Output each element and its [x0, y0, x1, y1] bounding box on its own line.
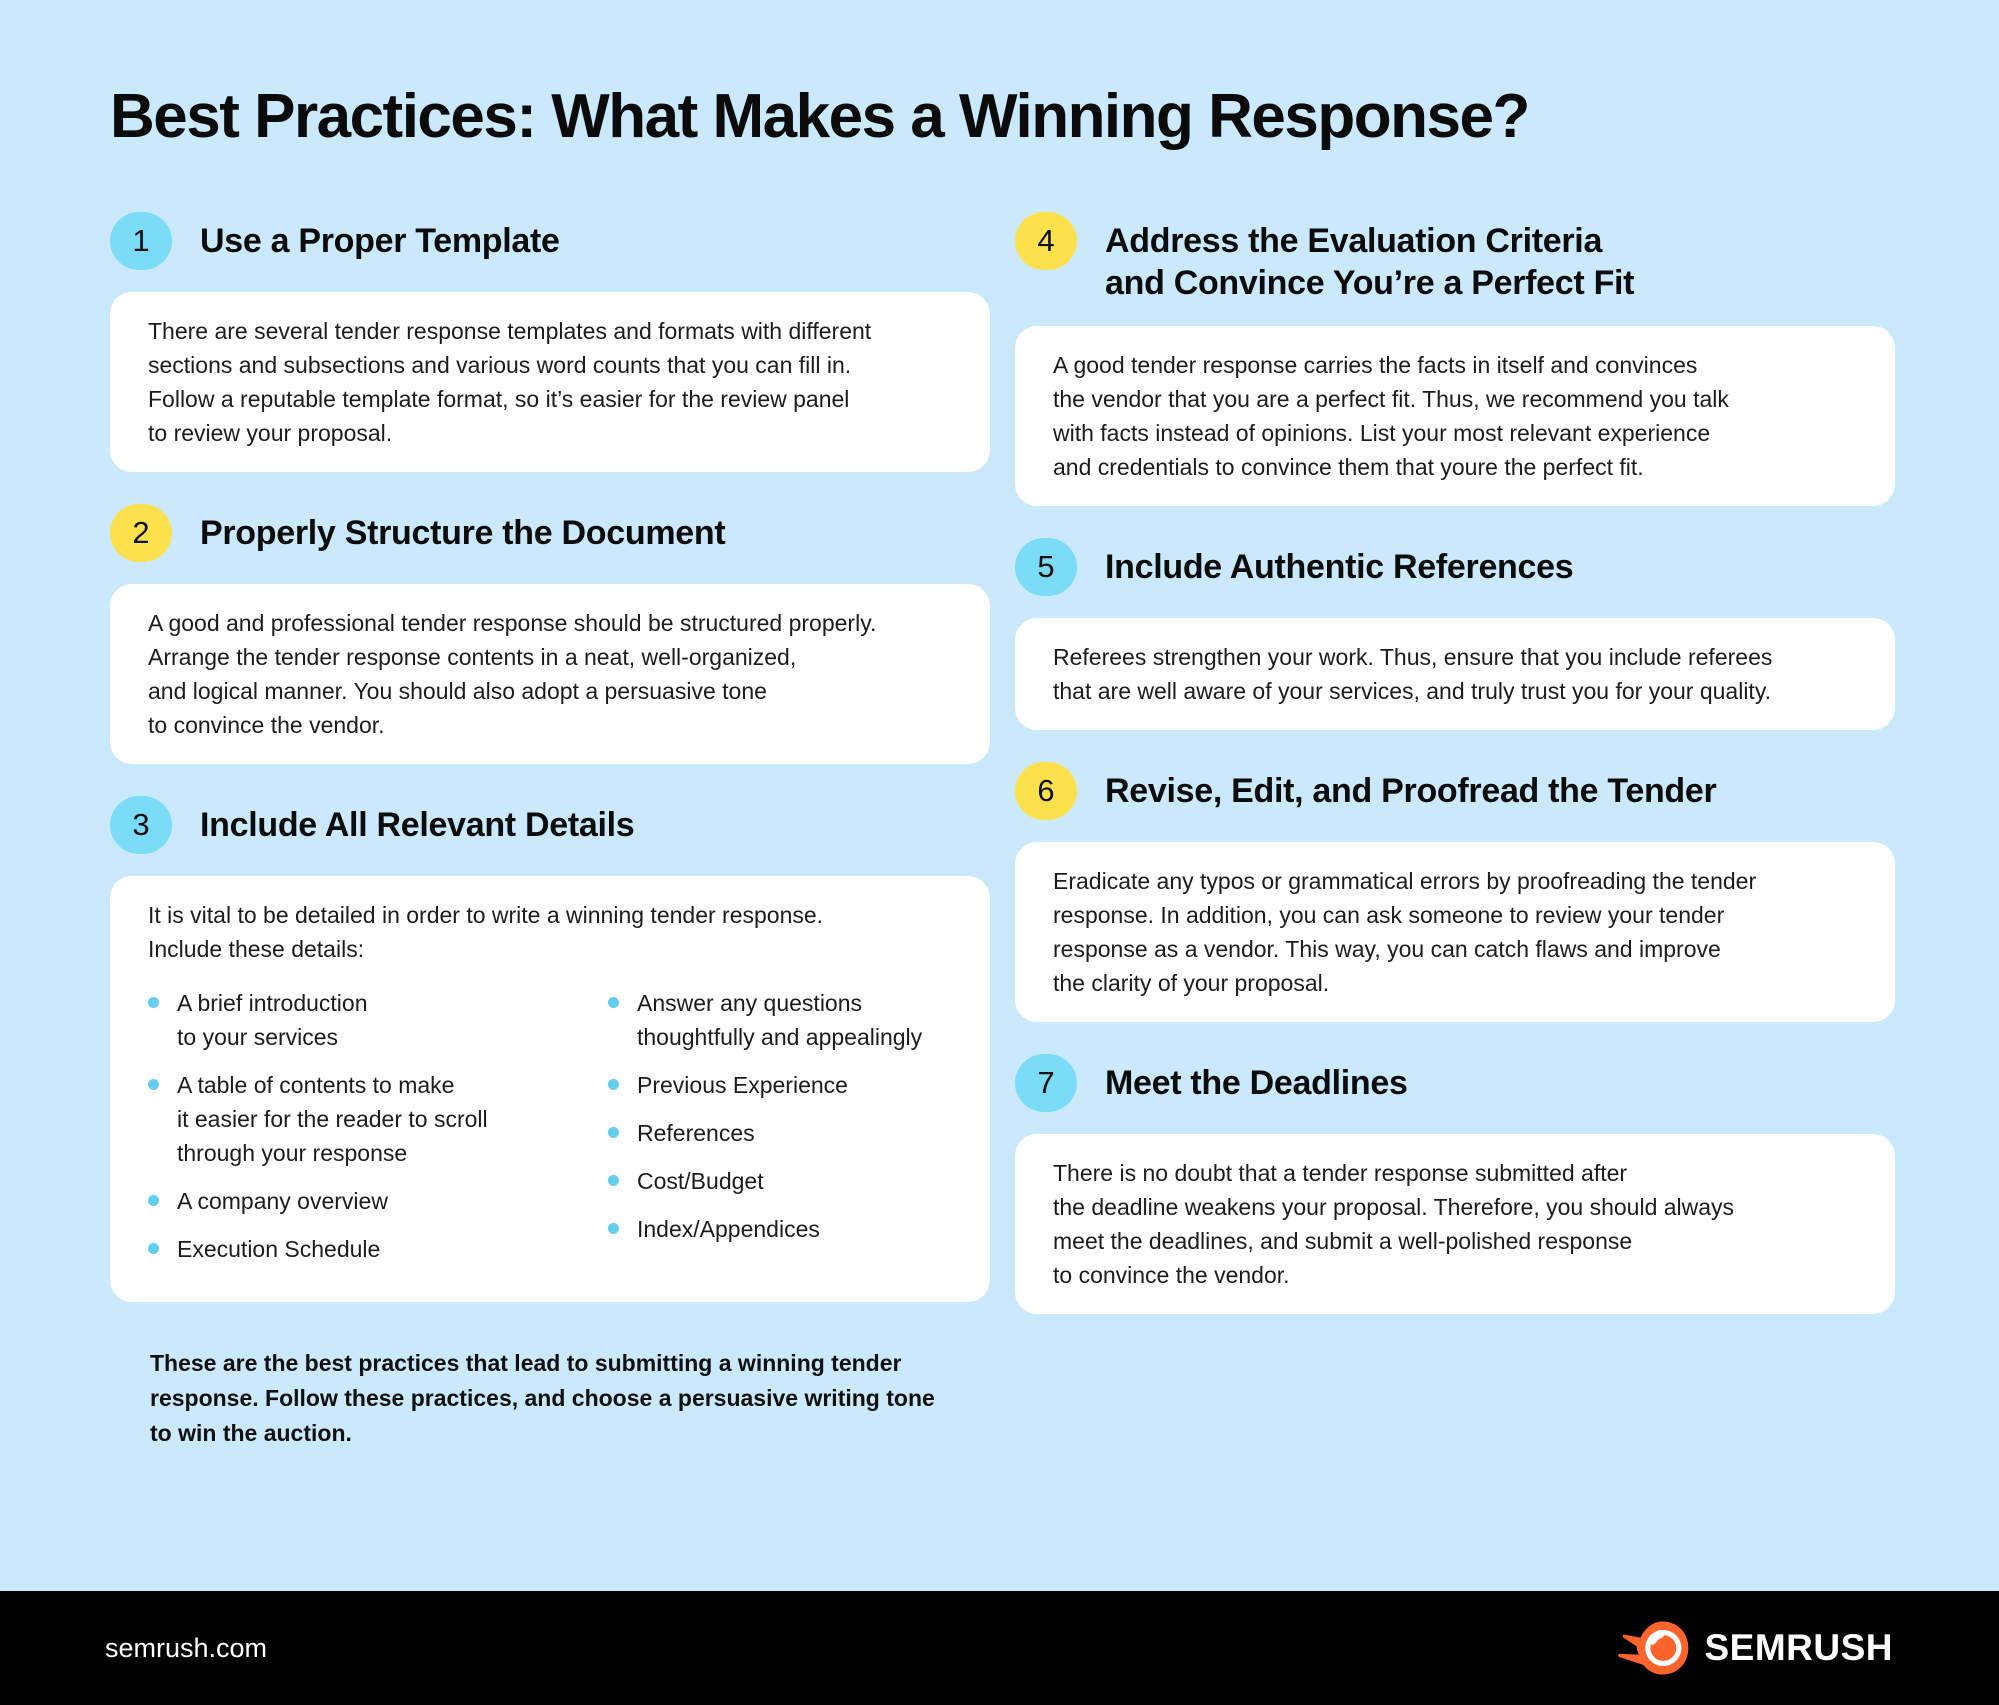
- list-item: A brief introduction to your services: [148, 986, 578, 1054]
- step-number-badge: 3: [110, 796, 172, 854]
- bullet-dot-icon: [148, 1079, 159, 1090]
- right-column: 4 Address the Evaluation Criteria and Co…: [1015, 212, 1895, 1354]
- bullet-dot-icon: [608, 1223, 619, 1234]
- list-item: Previous Experience: [608, 1068, 952, 1102]
- semrush-wordmark: SEMRUSH: [1704, 1627, 1893, 1668]
- list-item-text: References: [637, 1120, 755, 1146]
- page-title: Best Practices: What Makes a Winning Res…: [110, 82, 1530, 151]
- semrush-flame-icon: [1618, 1621, 1689, 1675]
- bullet-list-right: Answer any questions thoughtfully and ap…: [608, 986, 952, 1280]
- bullet-dot-icon: [608, 1175, 619, 1186]
- section-card: A good and professional tender response …: [110, 584, 990, 764]
- section-use-a-proper-template: 1 Use a Proper Template There are severa…: [110, 212, 990, 472]
- section-header: 3 Include All Relevant Details: [110, 796, 990, 854]
- infographic-page: Best Practices: What Makes a Winning Res…: [0, 83, 1999, 1705]
- details-bullet-lists: A brief introduction to your services A …: [148, 986, 952, 1280]
- section-body-text: Referees strengthen your work. Thus, ens…: [1053, 644, 1773, 704]
- section-card: Referees strengthen your work. Thus, ens…: [1015, 618, 1895, 730]
- section-heading: Include Authentic References: [1105, 548, 1574, 586]
- content-columns: 1 Use a Proper Template There are severa…: [0, 212, 1999, 1451]
- footer-bar: semrush.com SEMRUSH: [0, 1591, 1999, 1705]
- list-item: Index/Appendices: [608, 1212, 952, 1246]
- section-address-the-evaluation-criteria: 4 Address the Evaluation Criteria and Co…: [1015, 212, 1895, 506]
- list-item: A table of contents to make it easier fo…: [148, 1068, 578, 1170]
- list-item-text: A table of contents to make it easier fo…: [177, 1072, 488, 1166]
- section-card: A good tender response carries the facts…: [1015, 326, 1895, 506]
- list-item-text: Answer any questions thoughtfully and ap…: [637, 990, 923, 1050]
- bullet-dot-icon: [148, 1243, 159, 1254]
- list-item-text: Index/Appendices: [637, 1216, 820, 1242]
- step-number-badge: 5: [1015, 538, 1077, 596]
- section-card: There are several tender response templa…: [110, 292, 990, 472]
- list-item-text: Previous Experience: [637, 1072, 848, 1098]
- step-number-badge: 1: [110, 212, 172, 270]
- section-heading: Properly Structure the Document: [200, 514, 726, 552]
- step-number-badge: 2: [110, 504, 172, 562]
- section-card: Eradicate any typos or grammatical error…: [1015, 842, 1895, 1022]
- list-item: Answer any questions thoughtfully and ap…: [608, 986, 952, 1054]
- section-body-text: A good tender response carries the facts…: [1053, 352, 1729, 480]
- section-revise-edit-proofread: 6 Revise, Edit, and Proofread the Tender…: [1015, 762, 1895, 1022]
- section-properly-structure-the-document: 2 Properly Structure the Document A good…: [110, 504, 990, 764]
- section-include-all-relevant-details: 3 Include All Relevant Details It is vit…: [110, 796, 990, 1302]
- left-column: 1 Use a Proper Template There are severa…: [110, 212, 990, 1451]
- list-item-text: Cost/Budget: [637, 1168, 764, 1194]
- section-heading: Address the Evaluation Criteria and Conv…: [1105, 222, 1635, 302]
- semrush-logo: SEMRUSH: [1616, 1620, 1893, 1676]
- bullet-dot-icon: [148, 997, 159, 1008]
- bullet-dot-icon: [148, 1195, 159, 1206]
- section-body-text: A good and professional tender response …: [148, 610, 877, 738]
- conclusion-text: These are the best practices that lead t…: [150, 1350, 935, 1446]
- footer-url: semrush.com: [105, 1632, 268, 1663]
- section-header: 2 Properly Structure the Document: [110, 504, 990, 562]
- bullet-dot-icon: [608, 1127, 619, 1138]
- list-item-text: A brief introduction to your services: [177, 990, 368, 1050]
- bullet-list-left: A brief introduction to your services A …: [148, 986, 578, 1280]
- section-header: 7 Meet the Deadlines: [1015, 1054, 1895, 1112]
- step-number-badge: 6: [1015, 762, 1077, 820]
- list-item-text: Execution Schedule: [177, 1236, 381, 1262]
- list-item: Execution Schedule: [148, 1232, 578, 1266]
- section-heading: Meet the Deadlines: [1105, 1064, 1408, 1102]
- section-card: It is vital to be detailed in order to w…: [110, 876, 990, 1302]
- section-meet-the-deadlines: 7 Meet the Deadlines There is no doubt t…: [1015, 1054, 1895, 1314]
- section-heading: Use a Proper Template: [200, 222, 560, 260]
- section-card: There is no doubt that a tender response…: [1015, 1134, 1895, 1314]
- step-number-badge: 4: [1015, 212, 1077, 270]
- section-body-text: There is no doubt that a tender response…: [1053, 1160, 1735, 1288]
- section-include-authentic-references: 5 Include Authentic References Referees …: [1015, 538, 1895, 730]
- list-item: A company overview: [148, 1184, 578, 1218]
- section-header: 6 Revise, Edit, and Proofread the Tender: [1015, 762, 1895, 820]
- list-item-text: A company overview: [177, 1188, 388, 1214]
- section-header: 5 Include Authentic References: [1015, 538, 1895, 596]
- section-heading: Include All Relevant Details: [200, 806, 635, 844]
- section-heading: Revise, Edit, and Proofread the Tender: [1105, 772, 1717, 810]
- section-intro-text: It is vital to be detailed in order to w…: [148, 902, 824, 962]
- section-body-text: There are several tender response templa…: [148, 318, 872, 446]
- bullet-dot-icon: [608, 997, 619, 1008]
- list-item: References: [608, 1116, 952, 1150]
- bullet-dot-icon: [608, 1079, 619, 1090]
- step-number-badge: 7: [1015, 1054, 1077, 1112]
- list-item: Cost/Budget: [608, 1164, 952, 1198]
- section-header: 4 Address the Evaluation Criteria and Co…: [1015, 212, 1895, 304]
- section-body-text: Eradicate any typos or grammatical error…: [1053, 868, 1757, 996]
- section-header: 1 Use a Proper Template: [110, 212, 990, 270]
